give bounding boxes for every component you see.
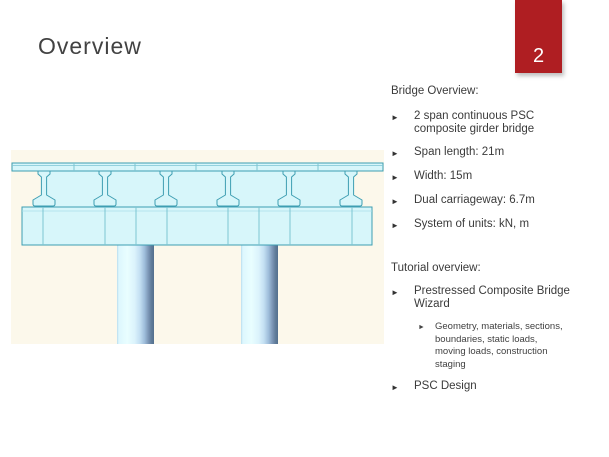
bullet-item: ► 2 span continuous PSC composite girder… bbox=[391, 110, 596, 136]
bullet-item: ► Dual carriageway: 6.7m bbox=[391, 194, 596, 208]
page-number-badge: 2 bbox=[515, 0, 562, 73]
bullet-text: Prestressed Composite Bridge Wizard bbox=[414, 285, 570, 310]
bullet-text: System of units: kN, m bbox=[414, 218, 530, 230]
bullet-triangle-icon: ► bbox=[391, 383, 399, 392]
bullet-item: ► Width: 15m bbox=[391, 170, 596, 184]
bullet-item: ► Prestressed Composite Bridge Wizard bbox=[391, 285, 596, 311]
bullet-triangle-icon: ► bbox=[418, 324, 425, 331]
bullet-triangle-icon: ► bbox=[391, 113, 399, 122]
bridge-svg bbox=[11, 150, 384, 344]
bullet-text: PSC Design bbox=[414, 380, 477, 392]
sub-bullet-item: ► Geometry, materials, sections, boundar… bbox=[418, 321, 596, 371]
bullet-triangle-icon: ► bbox=[391, 288, 399, 297]
bullet-text: Dual carriageway: 6.7m bbox=[414, 194, 535, 206]
bullet-item: ► System of units: kN, m bbox=[391, 218, 596, 232]
bullet-item: ► Span length: 21m bbox=[391, 146, 596, 160]
bullet-text: Width: 15m bbox=[414, 170, 473, 182]
section-heading-tutorial-overview: Tutorial overview: bbox=[391, 262, 481, 274]
page-number: 2 bbox=[532, 45, 545, 67]
bullet-triangle-icon: ► bbox=[391, 221, 399, 230]
slide-title: Overview bbox=[38, 33, 142, 59]
bullet-triangle-icon: ► bbox=[391, 173, 399, 182]
sub-bullet-text: Geometry, materials, sections, boundarie… bbox=[435, 321, 563, 370]
bullet-text: 2 span continuous PSC composite girder b… bbox=[414, 110, 535, 135]
bullet-triangle-icon: ► bbox=[391, 197, 399, 206]
bridge-diagram bbox=[11, 150, 384, 344]
right-text-panel: Bridge Overview: ► 2 span continuous PSC… bbox=[391, 85, 596, 404]
bullet-triangle-icon: ► bbox=[391, 149, 399, 158]
section-heading-bridge-overview: Bridge Overview: bbox=[391, 85, 479, 97]
bullet-text: Span length: 21m bbox=[414, 146, 505, 158]
bullet-item: ► PSC Design bbox=[391, 380, 596, 394]
